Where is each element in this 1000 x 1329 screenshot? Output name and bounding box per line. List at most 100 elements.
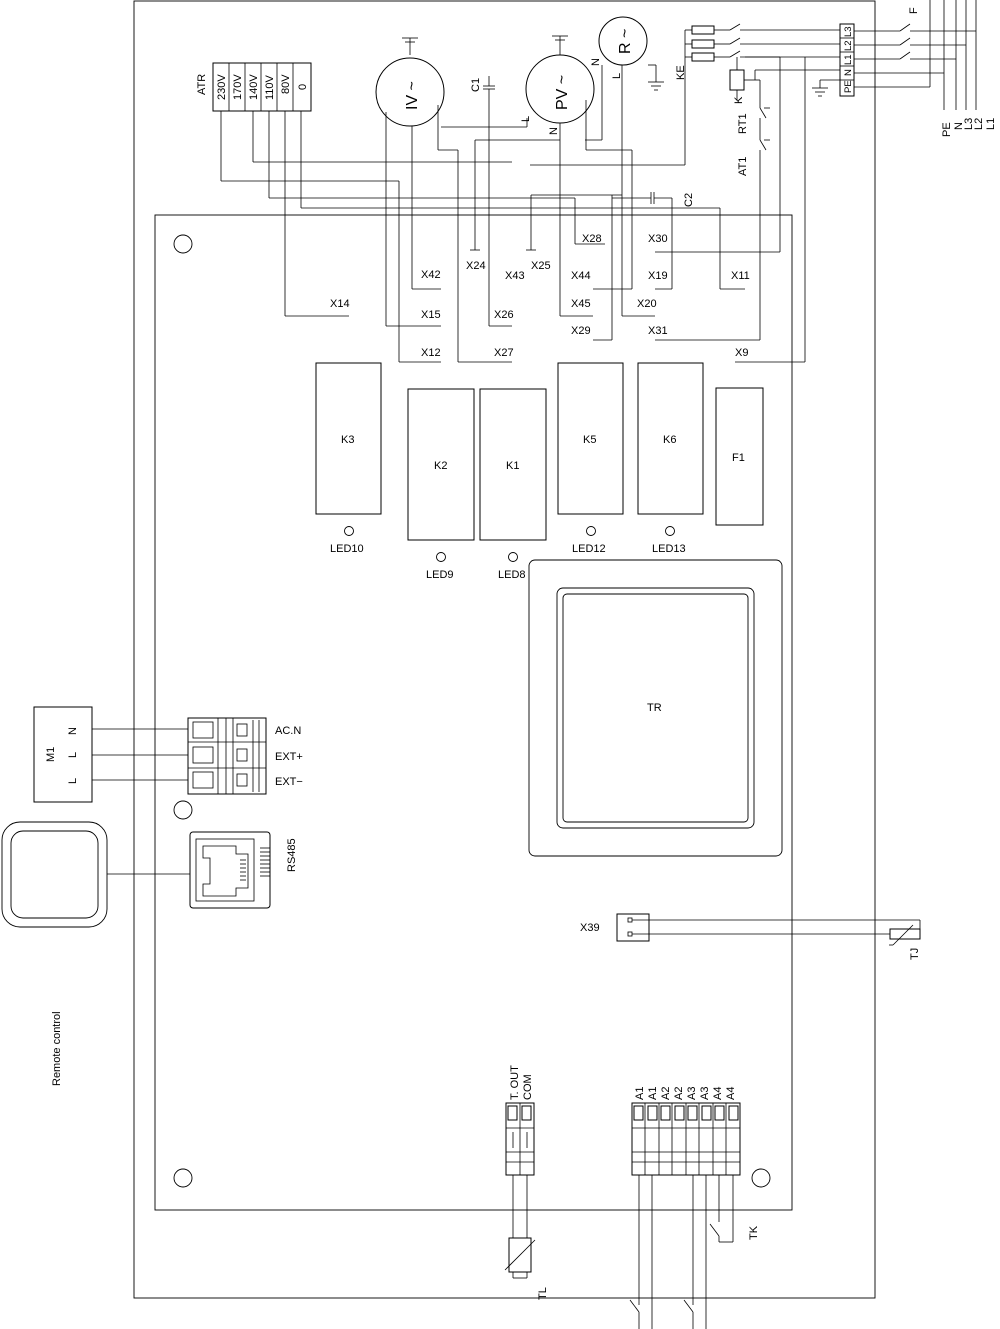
atr-tap-230v: 230V xyxy=(216,74,228,100)
led8-label: LED8 xyxy=(498,569,526,581)
led9-label: LED9 xyxy=(426,569,454,581)
pv-n-label: N xyxy=(548,127,560,135)
motor-pv-label: PV ~ xyxy=(554,75,571,110)
atr-terminal-block: ATR 230V 170V 140V 110V 80V 0 xyxy=(196,62,312,112)
terminal-x43: X43 xyxy=(505,270,525,282)
ext-minus-label: EXT− xyxy=(275,776,303,788)
terminal-x45: X45 xyxy=(571,298,591,310)
line-n: N xyxy=(953,122,965,130)
tl-sensor: TL xyxy=(504,1237,549,1300)
terminal-x20: X20 xyxy=(637,298,657,310)
at1-label: AT1 xyxy=(737,157,749,176)
relay-k5: K5 xyxy=(557,362,624,515)
mounting-hole-tl xyxy=(173,234,193,254)
top-wiring xyxy=(220,56,840,363)
led10-label: LED10 xyxy=(330,543,364,555)
atr-tap-0: 0 xyxy=(297,84,309,90)
led12-label: LED12 xyxy=(572,543,606,555)
a-terminal-connector: A1 A1 A2 A2 A3 A3 A4 A4 xyxy=(629,1087,760,1329)
motor-r: R ~ xyxy=(598,16,664,91)
terminal-labels: X28 X30 X24 X43 X25 X42 X44 X19 X11 X14 … xyxy=(330,233,750,359)
ac-n-label: AC.N xyxy=(275,725,301,737)
a-term-8: A4 xyxy=(725,1087,737,1100)
a-term-3: A2 xyxy=(660,1087,672,1100)
r-n-label: N xyxy=(590,58,602,66)
x39-connector: X39 xyxy=(580,913,921,942)
led-8: LED8 xyxy=(498,552,526,581)
m1-box: M1 N L L xyxy=(33,706,93,803)
c1-label: C1 xyxy=(470,78,482,92)
rs485-label: RS485 xyxy=(286,838,298,872)
terminal-x12: X12 xyxy=(421,347,441,359)
tl-label: TL xyxy=(537,1287,549,1300)
led-12: LED12 xyxy=(572,526,606,555)
capacitor-c2: C2 xyxy=(650,192,695,207)
a-term-6: A3 xyxy=(699,1087,711,1100)
tout-label: T. OUT xyxy=(509,1065,521,1100)
fuse-holders xyxy=(684,25,715,62)
rt1-label: RT1 xyxy=(737,113,749,134)
relay-k3: K3 xyxy=(315,362,382,515)
relay-k2: K2 xyxy=(407,388,475,541)
remote-control: Remote control xyxy=(1,821,108,1086)
line-l1: L1 xyxy=(985,118,997,130)
terminal-x31: X31 xyxy=(648,325,668,337)
terminal-x30: X30 xyxy=(648,233,668,245)
fuse-f1: F1 xyxy=(715,387,764,526)
pv-l-label: L xyxy=(520,116,532,122)
a-term-1: A1 xyxy=(634,1087,646,1100)
line-l3: L3 xyxy=(963,118,975,130)
relay-k1: K1 xyxy=(479,388,547,541)
terminal-x44: X44 xyxy=(571,270,591,282)
motor-iv: IV ~ xyxy=(375,37,445,127)
m1-pin-l2: L xyxy=(67,778,79,784)
atr-tap-170v: 170V xyxy=(232,74,244,100)
ke-label: KE xyxy=(675,65,687,80)
m1-pin-n: N xyxy=(67,727,79,735)
terminal-x24: X24 xyxy=(466,260,486,272)
contactor-k: K KE RT1 AT1 xyxy=(655,65,770,341)
a-term-5: A3 xyxy=(686,1087,698,1100)
enclosure-outline xyxy=(133,0,876,1299)
supply-term-l1: L1 xyxy=(843,54,854,65)
supply-lines: F PE N L3 L2 L1 xyxy=(854,0,997,137)
transformer-tr: TR xyxy=(528,559,783,857)
com-label: COM xyxy=(522,1074,534,1100)
relay-k5-label: K5 xyxy=(583,434,596,446)
a-term-7: A4 xyxy=(712,1087,724,1100)
terminal-x25: X25 xyxy=(531,260,551,272)
supply-terminal-block: L3 L2 L1 N PE xyxy=(839,23,855,97)
mounting-hole-ml xyxy=(173,800,193,820)
pcb-outline xyxy=(154,214,793,1211)
supply-term-pe: PE xyxy=(843,80,854,93)
relay-k6: K6 xyxy=(637,362,704,515)
c2-label: C2 xyxy=(683,193,695,207)
terminal-x28: X28 xyxy=(582,233,602,245)
terminal-x14: X14 xyxy=(330,298,350,310)
supply-term-n: N xyxy=(843,69,854,76)
transformer-label: TR xyxy=(647,702,662,714)
ext-connector: AC.N EXT+ EXT− xyxy=(187,717,303,795)
tj-label: TJ xyxy=(909,948,921,960)
led13-label: LED13 xyxy=(652,543,686,555)
x39-label: X39 xyxy=(580,922,600,934)
fuse-f1-label: F1 xyxy=(732,452,745,464)
led-13: LED13 xyxy=(652,526,686,555)
a-term-4: A2 xyxy=(673,1087,685,1100)
terminal-x11: X11 xyxy=(731,270,750,282)
pe-ground-symbol xyxy=(812,79,840,97)
terminal-x27: X27 xyxy=(494,347,514,359)
rs485-port: RS485 xyxy=(189,831,298,909)
motor-pv: PV ~ xyxy=(525,35,595,124)
led-10: LED10 xyxy=(330,526,364,555)
main-switch xyxy=(714,23,840,58)
terminal-x19: X19 xyxy=(648,270,668,282)
mounting-hole-bl xyxy=(173,1168,193,1188)
atr-tap-80v: 80V xyxy=(280,74,292,94)
supply-term-l2: L2 xyxy=(843,40,854,51)
relay-k3-label: K3 xyxy=(341,434,354,446)
terminal-x26: X26 xyxy=(494,309,514,321)
terminal-x29: X29 xyxy=(571,325,591,337)
tj-sensor: TJ xyxy=(889,924,921,960)
